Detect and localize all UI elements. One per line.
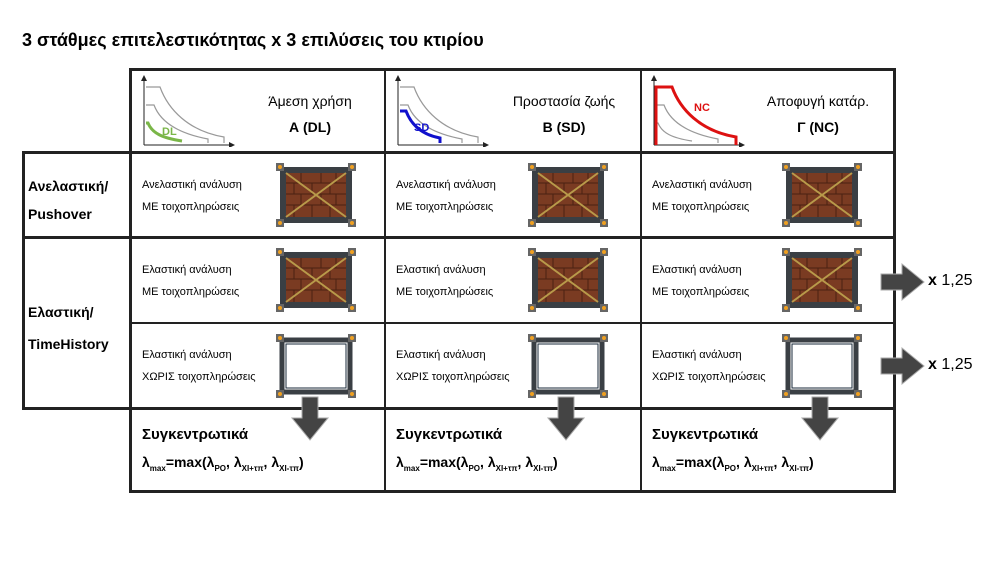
page-title: 3 στάθμες επιτελεστικότητας x 3 επιλύσει… (22, 30, 484, 50)
analysis-type: Ανελαστική ανάλυση (396, 179, 496, 191)
analysis-type: Ελαστική ανάλυση (652, 264, 742, 276)
performance-curve-icon: DL (141, 75, 235, 147)
column-name: Προστασία ζωής (512, 93, 616, 109)
infilled-frame-icon (782, 248, 862, 312)
summary-title: Συγκεντρωτικά (652, 426, 759, 443)
analysis-type: Ανελαστική ανάλυση (142, 179, 242, 191)
table-cell: Ελαστική ανάλυση ΧΩΡΙΣ τοιχοπληρώσεις (642, 324, 893, 407)
infilled-frame-icon (276, 163, 356, 227)
column-code: Γ (NC) (797, 119, 839, 135)
column-header-sd: SD Προστασία ζωής Β (SD) (386, 71, 640, 151)
table-cell: Ελαστική ανάλυση ΜΕ τοιχοπληρώσεις (132, 239, 384, 322)
column-name: Αποφυγή κατάρ. (766, 93, 870, 109)
table-cell: Ελαστική ανάλυση ΧΩΡΙΣ τοιχοπληρώσεις (132, 324, 384, 407)
down-arrow-icon (546, 396, 586, 441)
performance-curve-icon: SD (395, 75, 489, 147)
table-cell: Ελαστική ανάλυση ΜΕ τοιχοπληρώσεις (642, 239, 893, 322)
summary-cell: Συγκεντρωτικά λmax=max(λPO, λXI+τπ, λXI-… (642, 410, 893, 490)
summary-cell: Συγκεντρωτικά λmax=max(λPO, λXI+τπ, λXI-… (386, 410, 640, 490)
multiplier-label: x 1,25 (928, 356, 973, 373)
down-arrow-icon (290, 396, 330, 441)
analysis-type: Ελαστική ανάλυση (142, 349, 232, 361)
bare-frame-icon (782, 334, 862, 398)
curve-label: SD (414, 122, 429, 134)
analysis-type: Ελαστική ανάλυση (396, 349, 486, 361)
infilled-frame-icon (528, 248, 608, 312)
summary-title: Συγκεντρωτικά (396, 426, 503, 443)
infill-note: ΧΩΡΙΣ τοιχοπληρώσεις (652, 371, 766, 383)
lambda-formula: λmax=max(λPO, λXI+τπ, λXI-τπ) (652, 454, 814, 473)
down-arrow-icon (800, 396, 840, 441)
bare-frame-icon (276, 334, 356, 398)
lambda-formula: λmax=max(λPO, λXI+τπ, λXI-τπ) (142, 454, 304, 473)
table-cell: Ανελαστική ανάλυση ΜΕ τοιχοπληρώσεις (386, 154, 640, 236)
bare-frame-icon (528, 334, 608, 398)
row-label-pushover: Ανελαστική/ Pushover (28, 178, 109, 222)
analysis-type: Ελαστική ανάλυση (396, 264, 486, 276)
curve-label: NC (694, 102, 710, 114)
infill-note: ΜΕ τοιχοπληρώσεις (142, 201, 240, 213)
infill-note: ΜΕ τοιχοπληρώσεις (652, 201, 750, 213)
analysis-type: Ελαστική ανάλυση (652, 349, 742, 361)
table-cell: Ελαστική ανάλυση ΧΩΡΙΣ τοιχοπληρώσεις (386, 324, 640, 407)
analysis-type: Ελαστική ανάλυση (142, 264, 232, 276)
column-code: Β (SD) (542, 119, 586, 135)
row-label-timehistory: Ελαστική/ TimeHistory (28, 304, 109, 352)
infill-note: ΧΩΡΙΣ τοιχοπληρώσεις (396, 371, 510, 383)
infill-note: ΜΕ τοιχοπληρώσεις (652, 286, 750, 298)
infill-note: ΜΕ τοιχοπληρώσεις (396, 286, 494, 298)
column-code: Α (DL) (289, 119, 331, 135)
infilled-frame-icon (276, 248, 356, 312)
column-header-nc: NC Αποφυγή κατάρ. Γ (NC) (642, 71, 893, 151)
infill-note: ΜΕ τοιχοπληρώσεις (396, 201, 494, 213)
infill-note: ΜΕ τοιχοπληρώσεις (142, 286, 240, 298)
table-cell: Ανελαστική ανάλυση ΜΕ τοιχοπληρώσεις (642, 154, 893, 236)
infilled-frame-icon (782, 163, 862, 227)
lambda-formula: λmax=max(λPO, λXI+τπ, λXI-τπ) (396, 454, 558, 473)
infill-note: ΧΩΡΙΣ τοιχοπληρώσεις (142, 371, 256, 383)
right-arrow-icon (880, 262, 925, 302)
curve-label: DL (162, 126, 177, 138)
performance-curve-icon: NC (651, 75, 745, 147)
multiplier-label: x 1,25 (928, 272, 973, 289)
column-name: Άμεση χρήση (268, 93, 352, 109)
summary-title: Συγκεντρωτικά (142, 426, 249, 443)
infilled-frame-icon (528, 163, 608, 227)
table-cell: Ανελαστική ανάλυση ΜΕ τοιχοπληρώσεις (132, 154, 384, 236)
right-arrow-icon (880, 346, 925, 386)
summary-cell: Συγκεντρωτικά λmax=max(λPO, λXI+τπ, λXI-… (132, 410, 384, 490)
analysis-type: Ανελαστική ανάλυση (652, 179, 752, 191)
table-cell: Ελαστική ανάλυση ΜΕ τοιχοπληρώσεις (386, 239, 640, 322)
column-header-dl: DL Άμεση χρήση Α (DL) (132, 71, 384, 151)
